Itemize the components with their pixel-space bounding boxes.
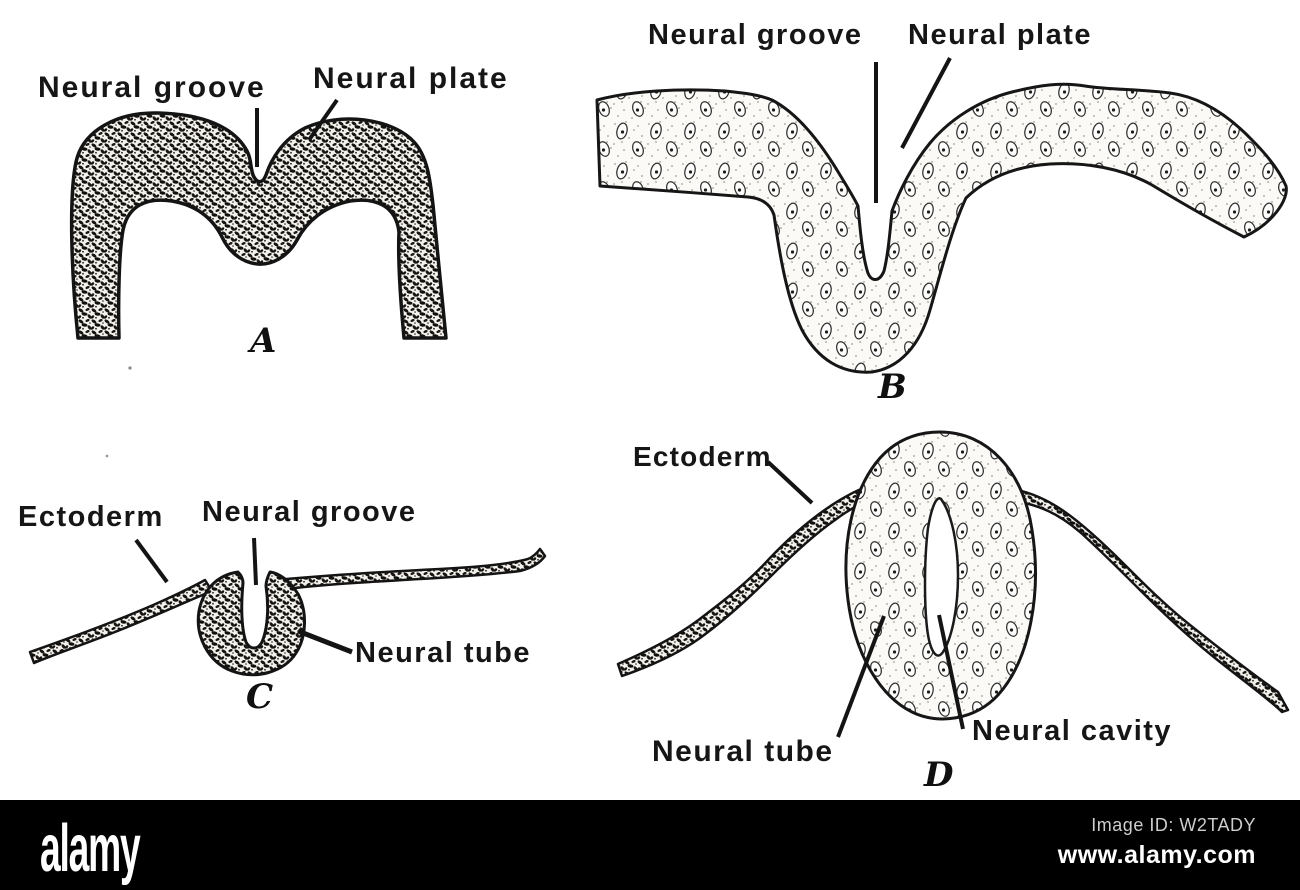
panel-a-letter: A <box>250 321 277 361</box>
panel-d-drawing <box>616 430 1290 738</box>
panel-c-label-neural-tube: Neural tube <box>355 637 532 669</box>
panel-a-drawing <box>69 98 448 340</box>
panel-a-plate-leader-line <box>307 98 339 142</box>
panel-c-groove-leader-line <box>252 537 258 586</box>
panel-b-neural-plate-section <box>595 82 1288 374</box>
panel-a-label-neural-groove: Neural groove <box>38 71 266 104</box>
panel-c-ectoderm-strip-right <box>274 547 547 592</box>
panel-d-ectoderm-strip-left <box>616 486 872 678</box>
panel-d-ectoderm-strip-right <box>1006 487 1290 714</box>
panel-c-ectoderm-leader-line <box>134 538 169 584</box>
panel-b-letter: B <box>878 367 907 407</box>
panel-c-ectoderm-strip-left <box>28 578 214 665</box>
panel-d-letter: D <box>924 755 954 795</box>
panel-d-label-neural-cavity: Neural cavity <box>972 715 1173 747</box>
panel-b-label-neural-plate: Neural plate <box>908 19 1092 51</box>
panel-d-cavity-leader-line <box>937 614 965 730</box>
panel-d-tube-leader-line <box>836 615 886 738</box>
panel-d-label-neural-tube: Neural tube <box>652 735 834 768</box>
panel-a-label-neural-plate: Neural plate <box>313 62 509 95</box>
alamy-url: www.alamy.com <box>1057 841 1256 869</box>
neurulation-diagram <box>28 57 1290 738</box>
image-id-text: Image ID: W2TADY <box>1091 815 1256 835</box>
panel-d-neural-cavity-shape <box>923 497 960 657</box>
panel-b-plate-leader-line <box>900 57 952 149</box>
watermark-info: Image ID: W2TADY www.alamy.com <box>1058 815 1256 870</box>
alamy-watermark-bar: alamy Image ID: W2TADY www.alamy.com <box>0 800 1300 890</box>
panel-b-label-neural-groove: Neural groove <box>648 19 863 51</box>
panel-d-ectoderm-leader-line <box>766 460 814 505</box>
panel-c-tube-leader-line <box>297 628 353 655</box>
alamy-logo: alamy <box>40 811 141 887</box>
panel-c-label-ectoderm: Ectoderm <box>18 501 164 533</box>
panel-c-drawing <box>28 537 547 677</box>
panel-c-letter: C <box>246 677 274 717</box>
paper-speck <box>128 366 132 370</box>
panel-d-label-ectoderm: Ectoderm <box>633 441 772 472</box>
panel-a-neural-plate-section <box>69 111 448 340</box>
panel-b-drawing <box>595 57 1288 374</box>
paper-speck <box>105 454 109 458</box>
panel-c-label-neural-groove: Neural groove <box>202 496 417 528</box>
panel-c-neural-tube-section <box>196 570 306 677</box>
